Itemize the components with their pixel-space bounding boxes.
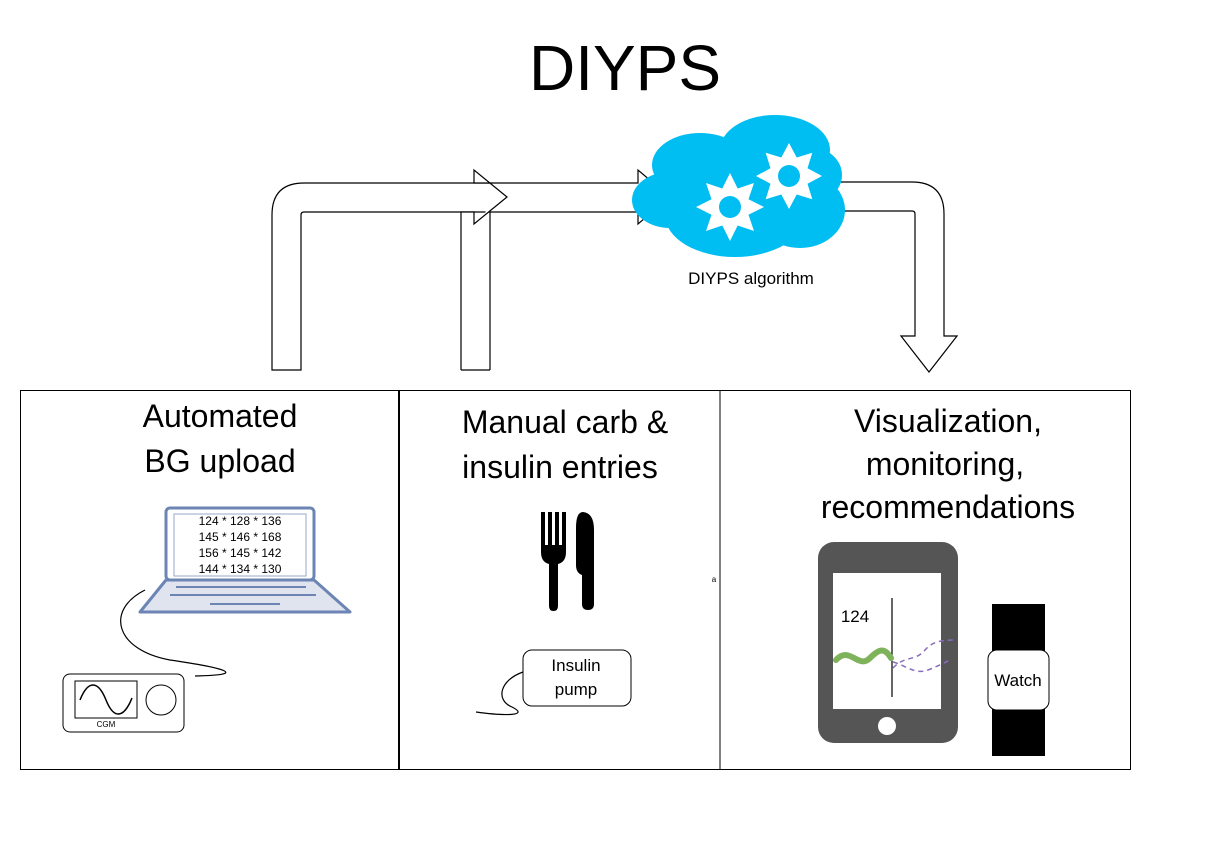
pump-label: Insulin <box>551 656 600 675</box>
gear-hole <box>778 165 800 187</box>
panel-heading: Manual carb & <box>462 404 668 440</box>
laptop-reading: 144 * 134 * 130 <box>199 562 282 576</box>
insulin-pump-icon <box>522 649 632 707</box>
panel-heading: recommendations <box>821 489 1075 525</box>
pump-tubing <box>475 671 524 716</box>
smartphone-icon <box>818 542 958 743</box>
cloud-gears-icon <box>632 115 845 257</box>
cloud-label: DIYPS algorithm <box>688 269 814 288</box>
cgm-device-icon <box>62 673 185 733</box>
smartwatch-icon <box>987 604 1050 756</box>
panel-bg-upload: Automated BG upload 124 * 128 * 136 145 … <box>62 398 352 733</box>
stray-mark: a <box>712 575 717 584</box>
panel-heading: monitoring, <box>866 446 1024 482</box>
laptop-icon <box>138 506 352 614</box>
phone-bg-reading: 124 <box>841 607 869 626</box>
panels-frame <box>20 390 1131 770</box>
laptop-reading: 156 * 145 * 142 <box>199 546 282 560</box>
flow-arrow-entries-to-cloud <box>460 168 508 370</box>
laptop-reading: 124 * 128 * 136 <box>199 514 282 528</box>
panel-manual-entries: Manual carb & insulin entries a Insulin … <box>462 404 717 716</box>
panel-heading: Visualization, <box>854 403 1042 439</box>
panel-visualization: Visualization, monitoring, recommendatio… <box>818 403 1075 756</box>
pump-label: pump <box>555 680 598 699</box>
panel-heading: BG upload <box>144 443 295 479</box>
fork-knife-icon <box>541 512 594 611</box>
diagram-title: DIYPS <box>529 32 721 104</box>
laptop-cable <box>120 589 227 677</box>
watch-label: Watch <box>994 671 1042 690</box>
panel-heading: insulin entries <box>462 449 658 485</box>
cgm-label: CGM <box>97 720 116 729</box>
laptop-reading: 145 * 146 * 168 <box>199 530 282 544</box>
gear-hole <box>719 196 741 218</box>
panel-heading: Automated <box>143 398 298 434</box>
flow-arrow-cloud-to-visualization <box>834 181 959 373</box>
